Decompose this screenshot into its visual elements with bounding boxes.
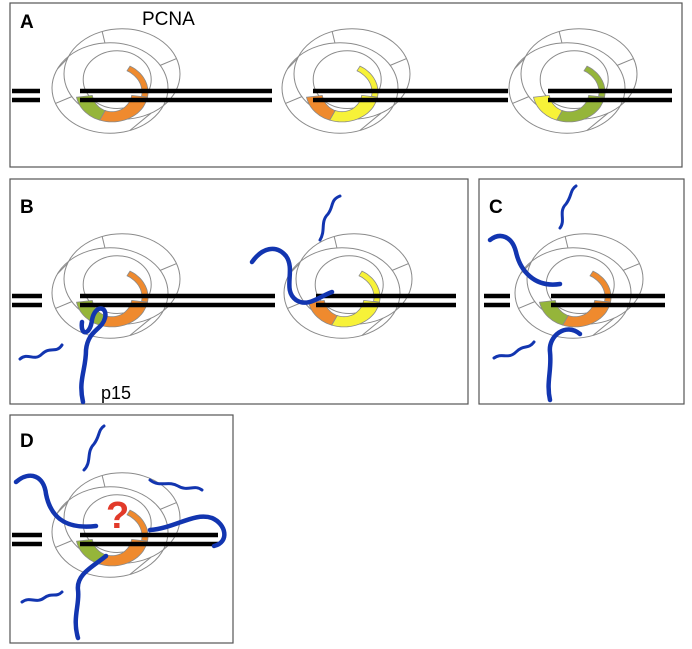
panel-d-letter: D bbox=[20, 431, 34, 452]
question-mark: ? bbox=[106, 495, 129, 537]
ring-segment-line bbox=[331, 31, 336, 44]
ring-front-face bbox=[51, 247, 169, 339]
pcna-label: PCNA bbox=[142, 9, 195, 30]
ring-front-face bbox=[514, 247, 632, 339]
panel-b-letter: B bbox=[20, 197, 34, 218]
panel-b: B p15 bbox=[9, 178, 469, 405]
p15-peptide-d1 bbox=[13, 473, 99, 529]
ring-segment-line bbox=[623, 263, 640, 271]
ring-hole-top bbox=[312, 50, 382, 109]
panel-d-rings: ? bbox=[12, 424, 227, 641]
ring-segment-line bbox=[564, 236, 569, 249]
panel-a-rings bbox=[12, 28, 672, 134]
panel-a: A PCNA bbox=[9, 2, 683, 168]
p15-tail-d2 bbox=[148, 478, 204, 492]
ring-segment-line bbox=[160, 502, 177, 510]
p15-tail-c1 bbox=[558, 184, 578, 230]
panel-a-frame bbox=[9, 2, 683, 168]
ring-front-face bbox=[508, 42, 626, 134]
ring-hole-top bbox=[82, 494, 152, 553]
ring-segment-line bbox=[514, 58, 525, 70]
ring-inner-band-left bbox=[538, 299, 569, 326]
ring-segment-line bbox=[287, 58, 298, 70]
panel-c-rings bbox=[484, 184, 665, 403]
ring-segment-line bbox=[518, 301, 535, 309]
p15-peptide-b2 bbox=[249, 246, 335, 305]
p15-peptide-c2 bbox=[546, 327, 583, 403]
ring-hole-top bbox=[314, 255, 384, 315]
ring-segment-line bbox=[129, 112, 152, 131]
ring-inner-band-left bbox=[532, 94, 563, 121]
p15-peptide-c1 bbox=[487, 233, 563, 287]
p15-tail-d1 bbox=[82, 424, 106, 472]
p15-peptide-b1 bbox=[79, 306, 108, 405]
ring-segment-line bbox=[586, 112, 609, 131]
panel-a-letter: A bbox=[20, 12, 34, 33]
ring-hole-top bbox=[82, 255, 152, 315]
ring-segment-line bbox=[285, 96, 302, 104]
ring-front-face bbox=[281, 42, 399, 134]
ring-segment-line bbox=[101, 31, 106, 44]
ring-segment-line bbox=[558, 31, 563, 44]
ring-front-face bbox=[51, 42, 169, 134]
p15-label: p15 bbox=[101, 383, 131, 403]
ring-segment-line bbox=[55, 540, 72, 548]
ring-segment-line bbox=[57, 502, 68, 514]
panel-c-frame bbox=[478, 178, 685, 405]
p15-peptide-d3 bbox=[73, 553, 109, 641]
ring-segment-line bbox=[160, 58, 177, 66]
p15-tail-b1 bbox=[18, 343, 64, 361]
p15-tail-b2 bbox=[318, 194, 342, 242]
ring-segment-line bbox=[55, 96, 72, 104]
ring-segment-line bbox=[101, 236, 106, 249]
ring-segment-line bbox=[512, 96, 529, 104]
ring-segment-line bbox=[333, 236, 338, 249]
panel-c-letter: C bbox=[489, 197, 503, 218]
ring-front-face bbox=[283, 247, 401, 339]
panel-b-rings bbox=[12, 194, 456, 405]
panel-c: C bbox=[478, 178, 685, 405]
ring-hole-top bbox=[539, 50, 609, 109]
ring-segment-line bbox=[617, 58, 634, 66]
ring-segment-line bbox=[392, 263, 409, 271]
ring-segment-line bbox=[129, 556, 152, 575]
panel-d: D ? bbox=[9, 414, 234, 644]
ring-segment-line bbox=[359, 112, 382, 131]
ring-segment-line bbox=[592, 317, 615, 336]
panel-b-frame bbox=[9, 178, 469, 405]
ring-segment-line bbox=[101, 475, 106, 488]
ring-hole-top bbox=[82, 50, 152, 109]
ring-segment-line bbox=[390, 58, 407, 66]
p15-peptide-d2 bbox=[147, 514, 227, 549]
p15-tail-d3 bbox=[20, 590, 64, 604]
ring-segment-line bbox=[57, 58, 68, 70]
ring-inner-band-left bbox=[307, 299, 338, 326]
p15-tail-c2 bbox=[492, 340, 536, 360]
ring-front-face bbox=[51, 486, 169, 578]
ring-segment-line bbox=[57, 263, 68, 275]
panel-d-frame bbox=[9, 414, 234, 644]
ring-segment-line bbox=[160, 263, 177, 271]
ring-segment-line bbox=[361, 317, 384, 336]
ring-segment-line bbox=[129, 317, 152, 336]
ring-segment-line bbox=[55, 301, 72, 309]
